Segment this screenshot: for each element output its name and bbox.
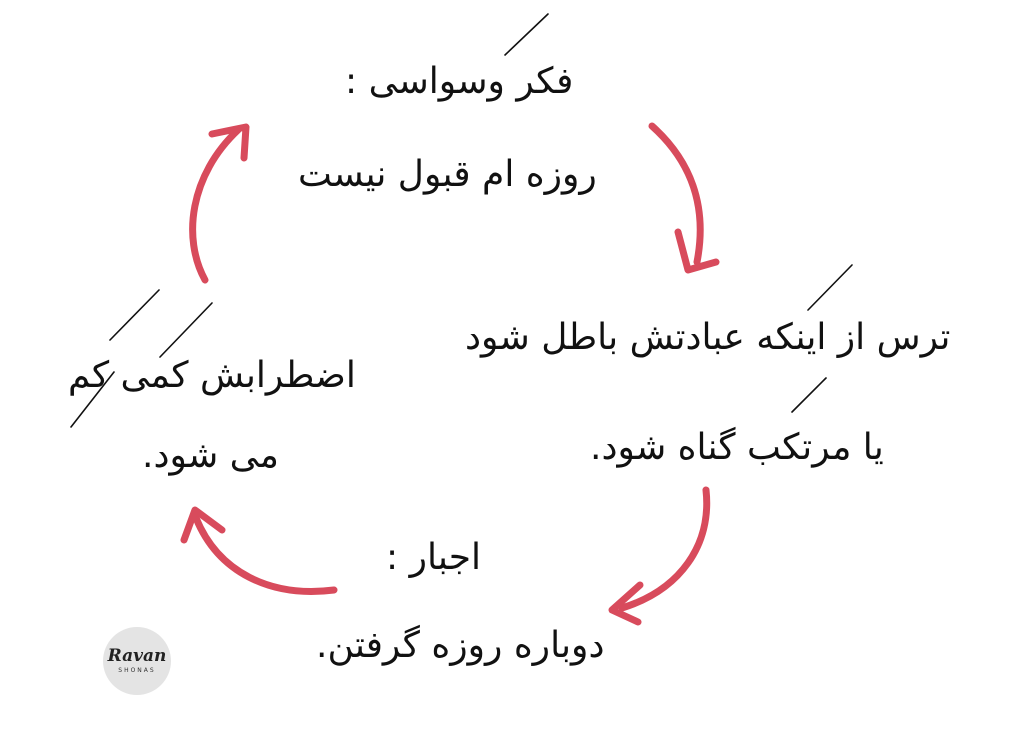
logo-wordmark: Ravan <box>107 646 167 666</box>
decorative-strokes <box>70 13 853 428</box>
compulsion-title: اجبار : <box>386 537 482 578</box>
obsessive-thought-title: فکر وسواسی : <box>345 61 574 102</box>
accent-stroke <box>70 371 115 428</box>
curved-arrow-icon <box>180 506 338 595</box>
accent-stroke <box>109 289 160 341</box>
fear-line-2: یا مرتکب گناه شود. <box>590 427 884 468</box>
logo-subtext: SHONAS <box>118 667 156 674</box>
fear-line-1: ترس از اینکه عبادتش باطل شود <box>465 317 951 358</box>
curved-arrow-icon <box>648 122 720 274</box>
accent-stroke <box>791 377 827 413</box>
compulsion-body: دوباره روزه گرفتن. <box>316 625 605 666</box>
obsessive-thought-body: روزه ام قبول نیست <box>298 154 597 195</box>
anxiety-relief-line-1: اضطرابش کمی کم <box>68 355 356 396</box>
curved-arrow-icon <box>189 123 250 284</box>
curved-arrow-icon <box>608 486 711 626</box>
anxiety-relief-line-2: می شود. <box>142 435 279 476</box>
brand-logo: Ravan SHONAS <box>103 627 171 695</box>
accent-stroke <box>159 302 213 358</box>
accent-stroke <box>807 264 853 311</box>
accent-stroke <box>504 13 549 56</box>
